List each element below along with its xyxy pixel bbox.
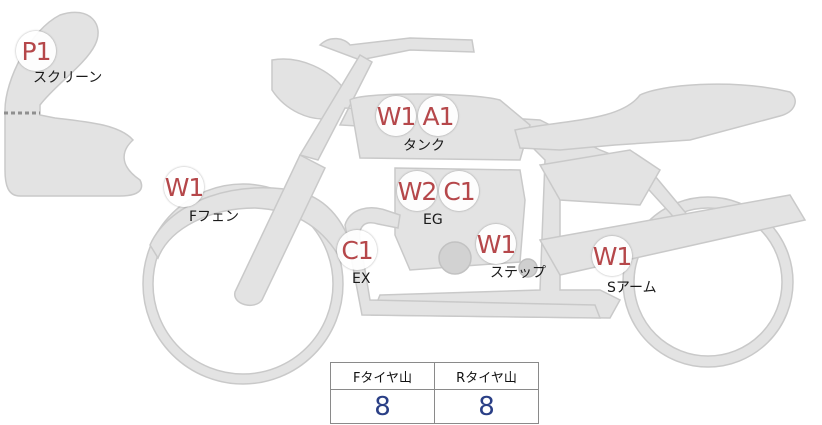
label-swingarm: Sアーム xyxy=(607,280,657,296)
marker-code: C1 xyxy=(443,176,475,206)
rear-tread-value: 8 xyxy=(434,389,539,424)
label-exhaust: EX xyxy=(352,271,371,287)
marker-swingarm[interactable]: W1 xyxy=(592,236,632,276)
marker-code: W1 xyxy=(592,241,633,271)
marker-code: W1 xyxy=(164,172,205,202)
marker-code: W1 xyxy=(476,229,517,259)
seat xyxy=(514,83,796,151)
marker-engine-w[interactable]: W2 xyxy=(397,171,437,211)
label-tank: タンク xyxy=(403,138,445,154)
marker-tank-w[interactable]: W1 xyxy=(376,96,416,136)
marker-code: W1 xyxy=(376,101,417,131)
marker-tank-a[interactable]: A1 xyxy=(418,96,458,136)
tire-tread-table: Fタイヤ山 Rタイヤ山 8 8 xyxy=(330,362,539,424)
front-tread-value: 8 xyxy=(330,389,435,424)
marker-code: C1 xyxy=(341,235,373,265)
marker-screen[interactable]: P1 xyxy=(16,31,56,71)
front-tread-header: Fタイヤ山 xyxy=(330,362,435,390)
label-step: ステップ xyxy=(490,265,546,281)
label-engine: EG xyxy=(423,212,443,228)
marker-code: W2 xyxy=(397,176,438,206)
front-fork xyxy=(234,153,326,307)
marker-step[interactable]: W1 xyxy=(476,224,516,264)
rear-tread-header: Rタイヤ山 xyxy=(434,362,539,390)
label-screen: スクリーン xyxy=(33,70,103,86)
marker-code: P1 xyxy=(21,36,52,66)
marker-front-fender[interactable]: W1 xyxy=(164,167,204,207)
marker-engine-c[interactable]: C1 xyxy=(439,171,479,211)
marker-exhaust[interactable]: C1 xyxy=(337,230,377,270)
marker-code: A1 xyxy=(422,101,454,131)
label-front-fender: Fフェン xyxy=(189,209,240,225)
